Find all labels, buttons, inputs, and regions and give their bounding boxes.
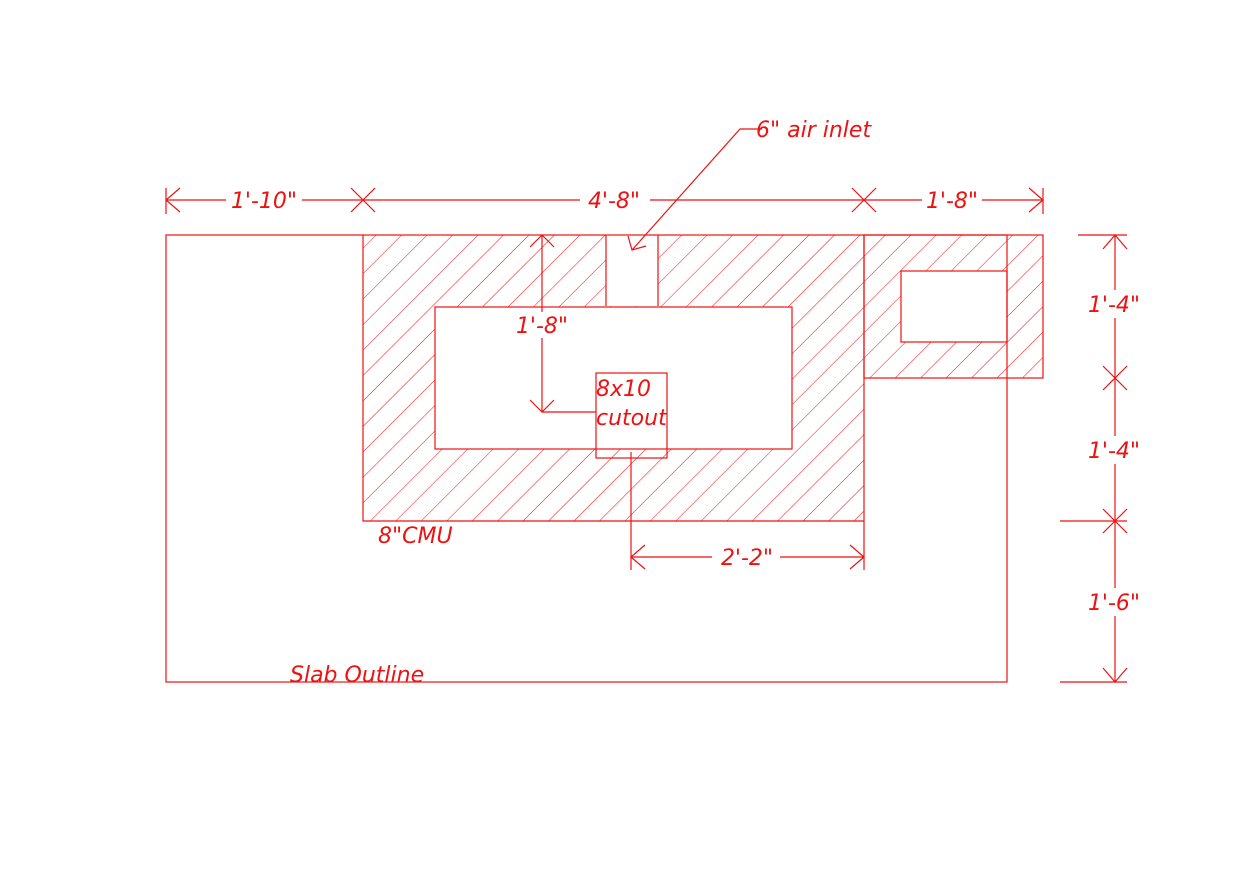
- label-cutout-line1: 8x10: [596, 377, 651, 402]
- top-arrow-right: [1028, 187, 1044, 213]
- right-block: [863, 234, 1044, 379]
- label-slab-outline: Slab Outline: [290, 663, 424, 688]
- dim-top-left: 1'-10": [231, 189, 297, 214]
- top-arrow-left: [165, 187, 181, 213]
- dim-inner-horizontal: 2'-2": [721, 546, 773, 571]
- right-arrow-top: [1102, 234, 1128, 250]
- inner-vertical-arrow-top: [529, 234, 555, 248]
- label-cmu: 8"CMU: [378, 524, 453, 549]
- inner-horizontal-arrow-right: [849, 544, 865, 570]
- inner-horizontal-arrow-left: [630, 544, 646, 570]
- dim-right-top: 1'-4": [1088, 293, 1140, 318]
- dim-top-right: 1'-8": [926, 189, 978, 214]
- right-block-hatch: [864, 235, 1043, 378]
- inner-cavity: [434, 306, 793, 450]
- dim-top-middle: 4'-8": [588, 189, 640, 214]
- air-inlet-leader: [631, 128, 762, 251]
- right-block-opening: [900, 270, 1008, 343]
- air-inlet-leader-arrow: [627, 235, 647, 251]
- dim-right-middle: 1'-4": [1088, 439, 1140, 464]
- slab-outline: [165, 234, 1008, 683]
- top-tick-left: [350, 187, 376, 213]
- right-tick-2: [1102, 508, 1128, 534]
- dim-right-bottom: 1'-6": [1088, 591, 1140, 616]
- label-cutout-line2: cutout: [596, 406, 668, 431]
- right-arrow-bottom: [1102, 667, 1128, 683]
- dim-inner-vertical: 1'-8": [516, 314, 568, 339]
- top-tick-right: [851, 187, 877, 213]
- right-tick-1: [1102, 365, 1128, 391]
- label-air-inlet: 6" air inlet: [756, 118, 872, 143]
